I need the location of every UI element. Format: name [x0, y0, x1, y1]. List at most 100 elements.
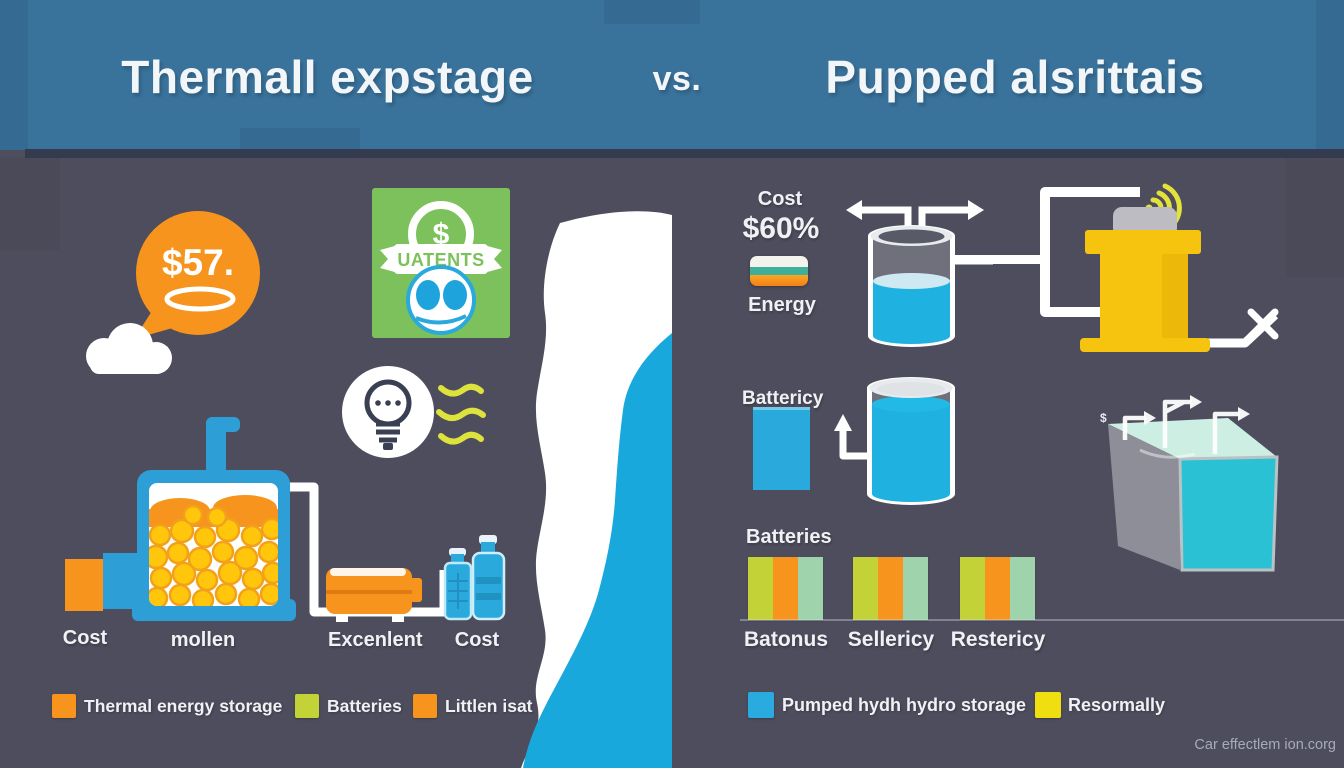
header-tile — [604, 0, 700, 24]
ribbon-band — [394, 244, 488, 274]
label-molten: mollen — [170, 629, 236, 651]
legend-label-resormally: Resormally — [1068, 695, 1166, 715]
heat-squiggles — [436, 383, 486, 445]
bar-stripe — [903, 557, 928, 620]
hydro-tank-lower — [834, 377, 955, 505]
gauge-stripe-white — [750, 256, 808, 267]
bar-stripe — [960, 557, 985, 620]
bar-stripe — [798, 557, 823, 620]
legend-swatch-littlen — [413, 694, 437, 718]
orange-block — [65, 559, 103, 611]
hydro-tank-upper — [846, 200, 993, 347]
bar-stripe — [985, 557, 1010, 620]
legend-swatch-pumped — [748, 692, 774, 718]
legend-swatch-thermal — [52, 694, 76, 718]
legend-label-pumped: Pumped hydh hydro storage — [782, 695, 1027, 715]
bar-group-1 — [748, 557, 823, 620]
header-tile — [240, 128, 360, 150]
molten-salt-fill — [149, 495, 278, 606]
box-top-pipes — [1122, 399, 1240, 454]
battericy-label: Battericy — [742, 388, 824, 409]
blue-block — [103, 553, 138, 609]
water-surface — [872, 396, 950, 412]
pump-base — [1080, 338, 1210, 352]
bar-stripe — [1010, 557, 1035, 620]
bar-stripe — [748, 557, 773, 620]
box-dollar-mark: $ — [1100, 411, 1107, 425]
energy-gauge — [750, 256, 808, 286]
legend-label-littlen: Littlen isat — [445, 696, 533, 716]
bar-stripe — [853, 557, 878, 620]
badge-smile — [415, 314, 467, 325]
label-excellent: Excenlent — [328, 629, 423, 651]
legend-swatch-batteries — [295, 694, 319, 718]
flow-arrows — [860, 206, 968, 230]
title-right: Pupped alsrittais — [825, 51, 1205, 103]
valve-x-icon — [1247, 308, 1279, 340]
gauge-stripe-orange — [750, 275, 808, 286]
header-band — [0, 0, 1344, 150]
title-vs: vs. — [652, 60, 702, 98]
bubble-amount: $57. — [162, 242, 234, 283]
badge-eye-left — [416, 280, 440, 310]
bar-group-2 — [853, 557, 928, 620]
label-cost-2: Cost — [454, 629, 500, 651]
watermark: Car effectlem ion.corg — [1194, 737, 1336, 753]
bars-baseline — [740, 619, 1344, 621]
right-cost-label: Cost — [757, 188, 803, 210]
bottles-icon — [443, 535, 506, 621]
legend-label-thermal: Thermal energy storage — [84, 696, 283, 716]
arrow-up — [834, 414, 852, 431]
lightbulb-icon — [342, 366, 486, 458]
bars-title: Batteries — [746, 526, 832, 548]
cost-speech-bubble: $57. — [134, 211, 260, 339]
water-surface — [873, 273, 950, 289]
header-tile — [0, 0, 28, 150]
cloud-icon — [86, 323, 172, 374]
ribbon-text: UATENTS — [397, 250, 484, 270]
gauge-stripe-teal — [750, 267, 808, 275]
badge-dollar-icon: $ — [433, 218, 450, 251]
box-left-face — [1108, 424, 1180, 570]
battery-terminal — [410, 578, 422, 602]
box-right-face — [1178, 455, 1279, 572]
pump-cap — [1113, 207, 1177, 237]
molten-salt-tank — [65, 417, 449, 621]
tank-chimney — [206, 425, 226, 477]
patents-badge: $ UATENTS — [372, 188, 510, 338]
bar-group-3 — [960, 557, 1035, 620]
bubble-ellipse-underline — [164, 286, 236, 312]
inlet-pipe — [839, 430, 873, 460]
box-pipe-arrows — [1144, 395, 1250, 425]
box-top-etch — [1139, 448, 1196, 459]
battericy-rect — [753, 407, 810, 490]
box-top-face — [1108, 418, 1277, 459]
right-energy-label: Energy — [748, 294, 816, 316]
arrow-left — [846, 200, 862, 220]
header-tile — [1316, 0, 1344, 150]
badge-eye-right — [443, 280, 467, 310]
bar-stripe — [773, 557, 798, 620]
divider-blue-wave — [523, 333, 672, 768]
bar-stripe — [878, 557, 903, 620]
right-cost-value: $60% — [742, 212, 820, 245]
pump-top-slab — [1085, 230, 1201, 254]
bar-label-3: Restericy — [950, 628, 1046, 651]
pump-station — [1040, 183, 1279, 352]
loop-pipe — [1040, 187, 1140, 317]
bar-label-1: Batonus — [744, 628, 828, 651]
wave-divider — [521, 211, 672, 768]
bar-label-2: Sellericy — [847, 628, 935, 651]
label-cost: Cost — [62, 627, 108, 649]
background-tile — [0, 158, 60, 250]
legend-swatch-resormally — [1035, 692, 1061, 718]
reservoir-box-3d: $ — [1100, 395, 1279, 572]
battery-seam — [326, 590, 412, 594]
battery-highlight — [330, 568, 406, 576]
arrow-right — [968, 200, 984, 220]
pipe-horizontal — [950, 255, 1050, 264]
header-shadow-strip — [25, 149, 1344, 158]
title-left: Thermall expstage — [121, 51, 534, 103]
bottle-cap — [479, 535, 497, 544]
